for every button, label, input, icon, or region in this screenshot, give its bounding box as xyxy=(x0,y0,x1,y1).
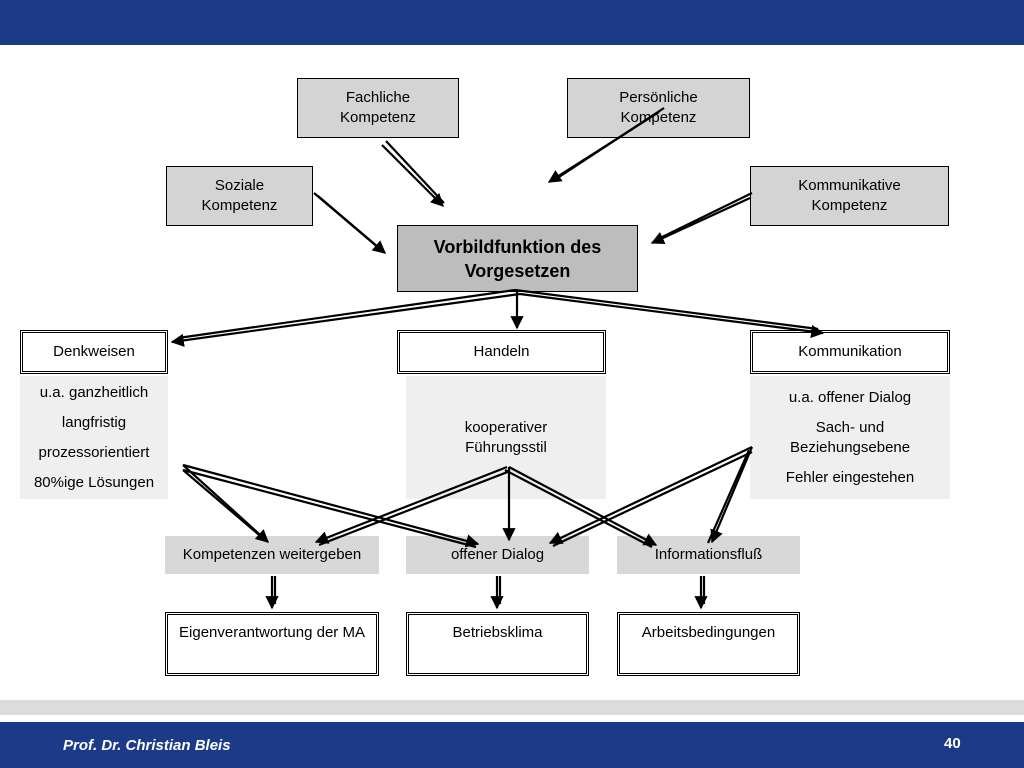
arrow-soziale xyxy=(313,192,387,254)
footer-separator xyxy=(0,700,1024,715)
arrow-to-kommunikation xyxy=(514,288,825,339)
informationsfluss-box: Informationsfluß xyxy=(617,536,800,574)
footer-author: Prof. Dr. Christian Bleis xyxy=(63,737,231,754)
arbeitsbedingungen-box: Arbeitsbedingungen xyxy=(617,612,800,676)
eigenverantwortung-label: Eigenverantwortung der MA xyxy=(179,624,365,641)
soziale-kompetenz-box: Soziale Kompetenz xyxy=(166,166,313,226)
soziale-kompetenz-label: Soziale Kompetenz xyxy=(201,177,278,214)
handeln-item: kooperativer Führungsstil xyxy=(464,418,548,456)
persoenliche-kompetenz-label: Persönliche Kompetenz xyxy=(619,89,698,126)
center-label: Vorbildfunktion des Vorgesetzen xyxy=(433,236,602,281)
handeln-header: Handeln xyxy=(397,330,606,374)
informationsfluss-label: Informationsfluß xyxy=(654,546,763,563)
kompetenzen-weitergeben-label: Kompetenzen weitergeben xyxy=(182,546,362,563)
fachliche-kompetenz-box: Fachliche Kompetenz xyxy=(297,78,459,138)
kommunikation-label: Kommunikation xyxy=(798,343,902,360)
fachliche-kompetenz-label: Fachliche Kompetenz xyxy=(340,89,416,126)
denkweisen-header: Denkweisen xyxy=(20,330,168,374)
arrows-to-outcomes xyxy=(265,576,708,610)
kommunikative-kompetenz-label: Kommunikative Kompetenz xyxy=(798,177,901,214)
arrow-fachliche xyxy=(381,140,445,207)
handeln-panel: kooperativer Führungsstil xyxy=(406,376,606,499)
kommunikation-item: Sach- und Beziehungsebene xyxy=(790,418,911,456)
betriebsklima-label: Betriebsklima xyxy=(452,624,543,641)
page-number: 40 xyxy=(944,735,961,752)
kompetenzen-weitergeben-box: Kompetenzen weitergeben xyxy=(165,536,379,574)
eigenverantwortung-box: Eigenverantwortung der MA xyxy=(165,612,379,676)
kommunikation-panel: u.a. offener Dialog Sach- und Beziehungs… xyxy=(750,376,950,499)
arbeitsbedingungen-label: Arbeitsbedingungen xyxy=(641,624,776,641)
denkweisen-label: Denkweisen xyxy=(53,343,135,360)
arrow-kommunikative xyxy=(650,192,753,245)
denkweisen-item: prozessorientiert xyxy=(38,443,150,461)
denkweisen-item: langfristig xyxy=(61,413,127,431)
center-box: Vorbildfunktion des Vorgesetzen xyxy=(397,225,638,292)
kommunikative-kompetenz-box: Kommunikative Kompetenz xyxy=(750,166,949,226)
kommunikation-header: Kommunikation xyxy=(750,330,950,374)
persoenliche-kompetenz-box: Persönliche Kompetenz xyxy=(567,78,750,138)
handeln-label: Handeln xyxy=(473,343,530,360)
denkweisen-item: 80%ige Lösungen xyxy=(33,473,155,491)
kommunikation-item: u.a. offener Dialog xyxy=(788,388,912,406)
denkweisen-item: u.a. ganzheitlich xyxy=(39,383,149,401)
kommunikation-item: Fehler eingestehen xyxy=(785,468,915,486)
offener-dialog-box: offener Dialog xyxy=(406,536,589,574)
footer-bar xyxy=(0,722,1024,768)
denkweisen-panel: u.a. ganzheitlich langfristig prozessori… xyxy=(20,376,168,499)
offener-dialog-label: offener Dialog xyxy=(450,546,545,563)
betriebsklima-box: Betriebsklima xyxy=(406,612,589,676)
header-bar xyxy=(0,0,1024,45)
